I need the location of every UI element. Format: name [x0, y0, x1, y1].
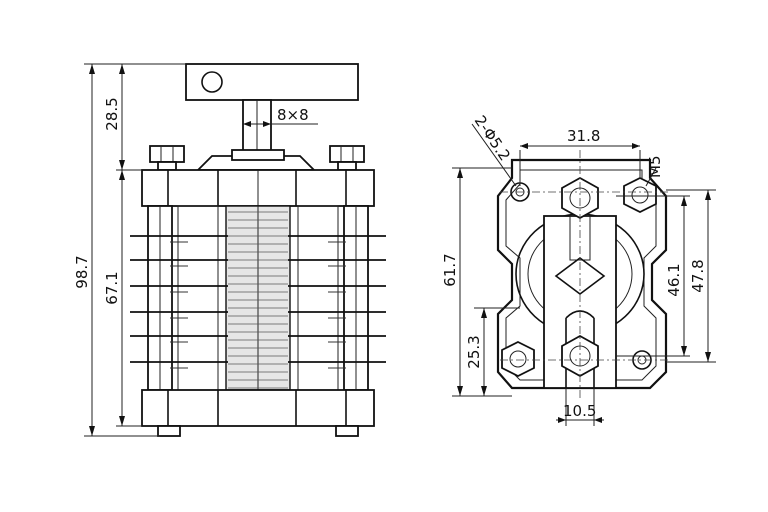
- overall-height-label: 98.7: [73, 255, 91, 288]
- mount-holes-label: 2-Φ5.2: [471, 112, 514, 164]
- thread-label: M5: [646, 156, 664, 179]
- top-nut-right: [329, 145, 365, 163]
- slot-width-label: 10.5: [563, 402, 596, 420]
- hex-nut-top-right: [623, 176, 657, 214]
- contact-pins: [130, 235, 386, 369]
- top-nut-left: [149, 145, 185, 163]
- hex-nut-bottom-left: [501, 340, 535, 378]
- inner-height-b-label: 47.8: [689, 259, 707, 292]
- front-view: 98.7 28.5 67.1 8×8: [73, 63, 386, 437]
- shaft-size-label: 8×8: [277, 106, 309, 124]
- handle-hole: [201, 71, 223, 93]
- handle-bar: [185, 63, 359, 101]
- hole-spacing-label: 31.8: [567, 127, 600, 145]
- body-height-label: 67.1: [103, 271, 121, 304]
- shaft-height-label: 28.5: [103, 97, 121, 130]
- side-height-label: 61.7: [441, 253, 459, 286]
- bottom-plate: [141, 389, 375, 427]
- side-view: 31.8 2-Φ5.2 M5 61.7 25.3 46.1 47.8: [441, 112, 716, 426]
- lower-offset-label: 25.3: [465, 335, 483, 368]
- inner-height-a-label: 46.1: [665, 263, 683, 296]
